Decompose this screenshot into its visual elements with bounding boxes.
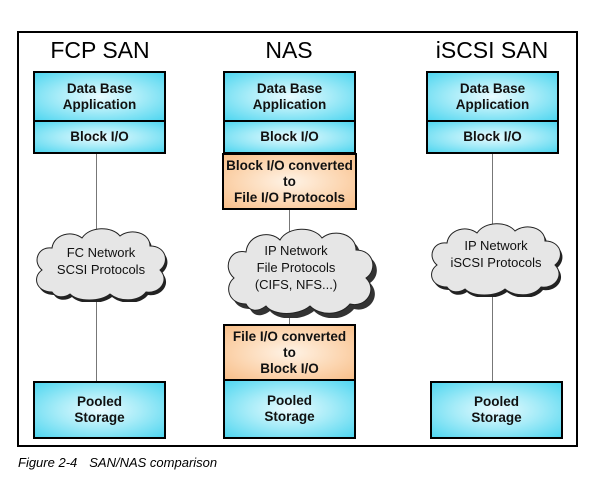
figure-number: Figure 2-4 (18, 455, 78, 470)
nas-network-label: IP Network File Protocols (CIFS, NFS...) (254, 243, 338, 292)
iscsi-san-block-io-box: Block I/O (426, 120, 559, 154)
fcp-san-app-box: Data Base Application (33, 71, 166, 122)
nas-file-to-block-converter-box: File I/O converted to Block I/O (223, 324, 356, 381)
iscsi-san-app-box: Data Base Application (426, 71, 559, 122)
cloud-icon (431, 223, 563, 298)
fcp-san-storage-box: Pooled Storage (33, 381, 166, 439)
fcp-san-network-cloud: FC Network SCSI Protocols (30, 222, 172, 303)
cloud-icon (36, 228, 168, 303)
fcp-san-block-io-box: Block I/O (33, 120, 166, 154)
fcp-san-network-label: FC Network SCSI Protocols (56, 245, 146, 277)
iscsi-san-storage-box: Pooled Storage (430, 381, 563, 439)
diagram-frame (17, 31, 578, 447)
nas-app-box: Data Base Application (223, 71, 356, 122)
nas-storage-box: Pooled Storage (223, 379, 356, 439)
nas-title: NAS (265, 37, 313, 63)
iscsi-san-title: iSCSI SAN (435, 37, 549, 63)
nas-block-io-box: Block I/O (223, 120, 356, 154)
iscsi-san-network-cloud: IP Network iSCSI Protocols (425, 217, 567, 298)
figure-caption: Figure 2-4 SAN/NAS comparison (18, 455, 217, 470)
fcp-san-title: FCP SAN (50, 37, 150, 63)
figure-caption-text: SAN/NAS comparison (89, 455, 218, 470)
cloud-icon (227, 228, 377, 319)
iscsi-san-network-label: IP Network iSCSI Protocols (450, 238, 542, 270)
nas-block-to-file-converter-box: Block I/O converted to File I/O Protocol… (222, 153, 357, 210)
nas-network-cloud: IP Network File Protocols (CIFS, NFS...) (222, 222, 382, 319)
